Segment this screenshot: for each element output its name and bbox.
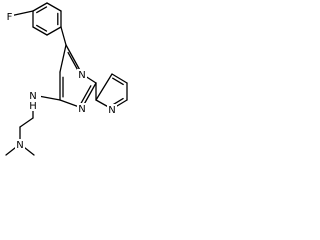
atom-label-amine-n: N bbox=[29, 91, 36, 102]
bond-layer bbox=[5, 2, 128, 156]
atom-label-fluorine: F bbox=[7, 12, 13, 23]
double-bond-r1-r2 bbox=[112, 77, 124, 86]
atom-label-pyrimidine-n1: N bbox=[78, 70, 85, 81]
atom-label-amine-h: H bbox=[29, 101, 37, 112]
bond-b6-b1 bbox=[46, 2, 62, 12]
atom-label-layer: F N N N N H N bbox=[5, 11, 117, 151]
atom-label-pyridine-n: N bbox=[108, 105, 115, 116]
molecule-structure: F N N N N H N bbox=[5, 2, 128, 156]
bond-ch1-ch2 bbox=[19, 117, 34, 128]
bond-b5-c6 bbox=[60, 26, 67, 46]
bond-r5-r1 bbox=[95, 73, 113, 101]
double-bond-b3-b4 bbox=[36, 24, 48, 32]
bond-b3-b4 bbox=[32, 26, 48, 36]
double-bond-c2-n3 bbox=[80, 85, 92, 104]
bond-r1-r2 bbox=[111, 73, 128, 84]
atom-label-dimethylamino-n: N bbox=[16, 140, 23, 151]
bond-b1-b2 bbox=[32, 2, 48, 12]
double-bond-r3-r4 bbox=[111, 97, 124, 106]
atom-label-pyrimidine-n3: N bbox=[78, 104, 85, 115]
double-bond-b1-b2 bbox=[36, 6, 48, 14]
bond-c5-c6 bbox=[59, 44, 67, 73]
bond-b4-b5 bbox=[46, 26, 62, 36]
